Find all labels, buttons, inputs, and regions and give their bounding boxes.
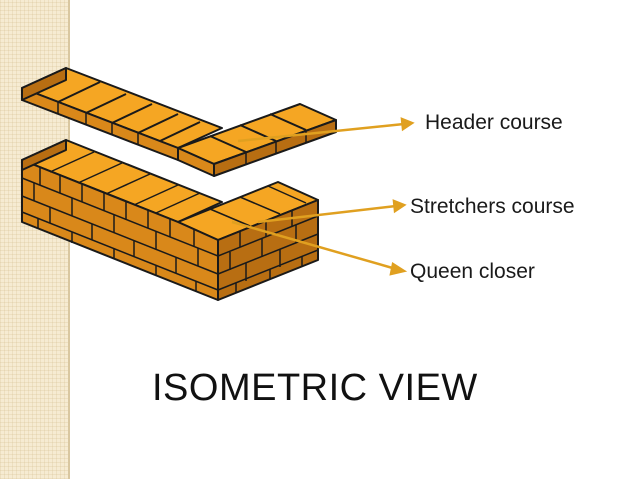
- stretchers-course-label: Stretchers course: [410, 195, 575, 218]
- queen-closer-label: Queen closer: [410, 260, 535, 283]
- stretchers-course-arrow: [257, 204, 397, 224]
- brick-wall-block: [21, 139, 319, 301]
- header-course-arrow: [237, 122, 405, 143]
- queen-closer-arrow: [231, 220, 397, 271]
- diagram-title: ISOMETRIC VIEW: [152, 367, 478, 409]
- pointer-arrows: [231, 117, 415, 276]
- header-course-label: Header course: [425, 111, 563, 134]
